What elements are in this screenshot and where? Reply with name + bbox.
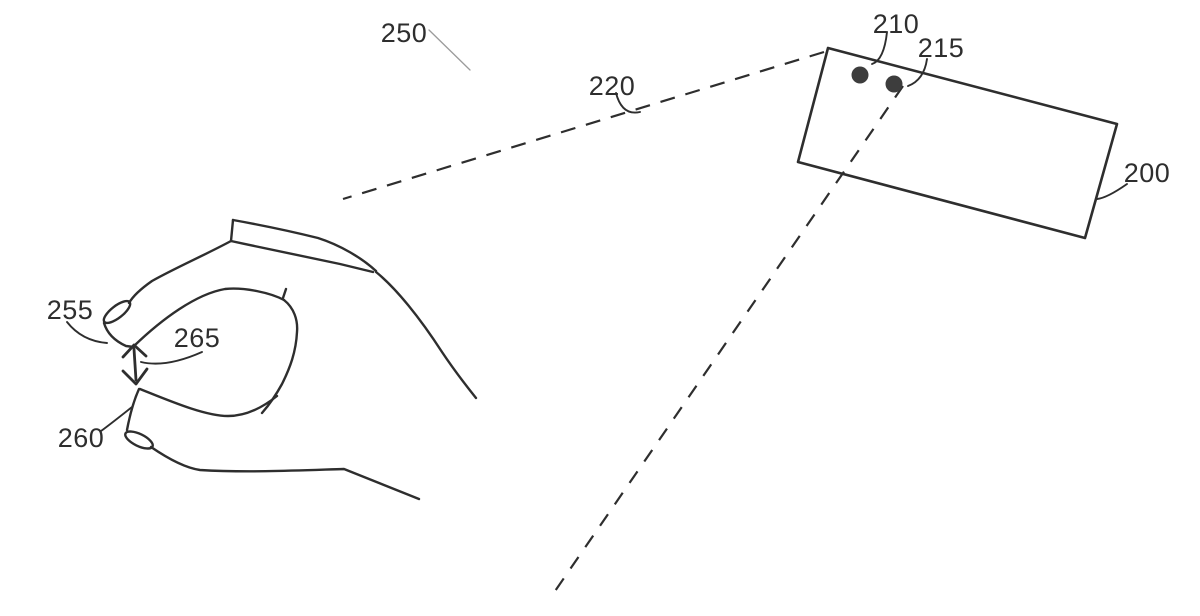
- ref-label-210: 210: [873, 9, 920, 39]
- finger-band-top-edge: [231, 218, 378, 273]
- finger-band-bottom-edge: [229, 239, 375, 274]
- device-outline: [796, 46, 1119, 240]
- ref-label-265: 265: [174, 323, 221, 353]
- thumb-inner-edge: [132, 287, 286, 348]
- fov-dashed-ray-upper: [342, 50, 825, 201]
- leader-255: [66, 321, 108, 344]
- ref-label-200: 200: [1124, 158, 1171, 188]
- hand-bottom-edge: [149, 445, 421, 501]
- leader-200: [1096, 183, 1128, 200]
- gap-arrow-shaft: [132, 347, 138, 382]
- gap-arrow-head-down-icon: [121, 367, 149, 386]
- reference-numerals: 250 220 210 215 200 255 265 260: [47, 9, 1171, 453]
- leader-lines: [66, 29, 1128, 432]
- ref-label-260: 260: [58, 423, 105, 453]
- fov-rays: [342, 50, 904, 595]
- thumb-top-edge: [127, 239, 233, 305]
- leader-260: [100, 406, 133, 432]
- curled-finger-right-edge: [260, 298, 299, 415]
- ref-label-250: 250: [381, 18, 428, 48]
- gap-arrow-head-up-icon: [121, 343, 148, 359]
- camera-dot-icon: [885, 75, 903, 93]
- back-of-hand-edge: [374, 270, 478, 400]
- ref-label-255: 255: [47, 295, 94, 325]
- leader-265: [140, 351, 203, 365]
- leader-210: [871, 31, 888, 65]
- finger-band-left-edge: [229, 218, 235, 243]
- pinch-gap-arrow: [121, 343, 149, 386]
- thumb-nail: [102, 299, 132, 325]
- curled-finger-bottom-edge: [138, 387, 279, 418]
- ref-label-215: 215: [918, 33, 965, 63]
- ref-label-220: 220: [589, 71, 636, 101]
- camera-dot-icon: [851, 66, 869, 84]
- leader-250-thin: [428, 29, 471, 71]
- leader-215: [907, 58, 928, 87]
- leader-220: [615, 92, 641, 114]
- device: [796, 46, 1119, 240]
- thumb-base-stub: [281, 287, 288, 300]
- fov-dashed-ray-lower: [552, 85, 904, 595]
- hand-pinch-gesture: [102, 218, 478, 501]
- thumb-tip-bottom-edge: [102, 321, 136, 349]
- index-finger-nail: [124, 430, 154, 450]
